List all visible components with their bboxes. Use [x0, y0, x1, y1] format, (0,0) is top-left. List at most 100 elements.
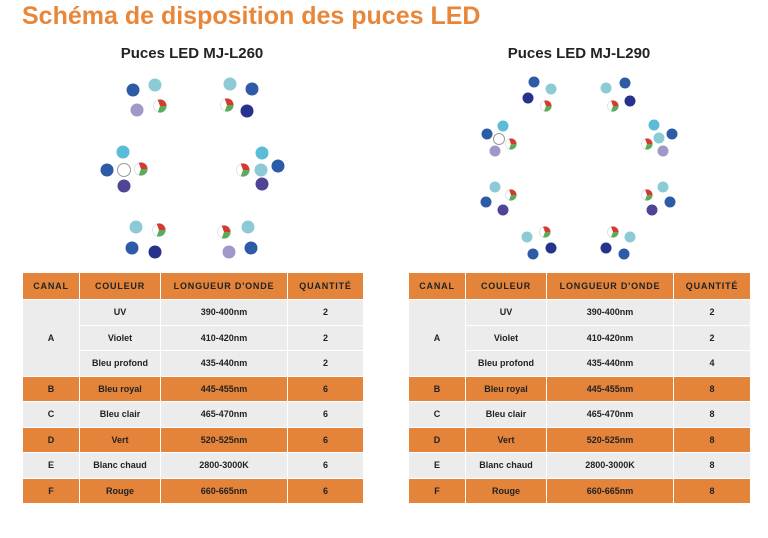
cell-couleur: UV	[79, 299, 161, 326]
model-title-l290: Puces LED MJ-L290	[507, 45, 651, 62]
cell-couleur: Bleu royal	[79, 375, 161, 402]
cell-couleur: Violet	[79, 324, 161, 351]
cell-onde: 660-665nm	[546, 477, 674, 504]
led-cyan-icon	[116, 145, 130, 159]
led-teal-icon	[241, 220, 255, 234]
led-navy-icon	[600, 242, 612, 254]
led-layout-diagram	[100, 76, 678, 260]
column-header: COULEUR	[79, 272, 161, 300]
cell-couleur: Bleu profond	[79, 350, 161, 377]
cell-canal: D	[22, 426, 80, 453]
led-rgb-icon	[153, 99, 167, 113]
led-purple-icon	[646, 204, 658, 216]
led-teal-icon	[545, 83, 557, 95]
led-rgb-icon	[505, 189, 517, 201]
led-rgb-icon	[641, 138, 653, 150]
cell-canal: E	[22, 452, 80, 479]
led-teal-icon	[129, 220, 143, 234]
cell-canal: C	[408, 401, 466, 428]
led-blue-icon	[100, 163, 114, 177]
cell-qte: 6	[287, 452, 364, 479]
led-rgb-icon	[220, 98, 234, 112]
led-blue-icon	[125, 241, 139, 255]
led-rgb-icon	[152, 223, 166, 237]
led-navy-icon	[522, 92, 534, 104]
cell-qte: 2	[287, 324, 364, 351]
led-cyan-icon	[255, 146, 269, 160]
cell-canal: A	[22, 299, 80, 377]
cell-couleur: Bleu profond	[465, 350, 547, 377]
led-purple-icon	[117, 179, 131, 193]
cell-canal: C	[22, 401, 80, 428]
led-rgb-icon	[236, 163, 250, 177]
cell-qte: 2	[287, 350, 364, 377]
led-teal-icon	[148, 78, 162, 92]
cell-canal: A	[408, 299, 466, 377]
led-teal-icon	[600, 82, 612, 94]
led-lavender-icon	[222, 245, 236, 259]
led-purple-icon	[497, 204, 509, 216]
cell-qte: 8	[673, 375, 751, 402]
cell-couleur: UV	[465, 299, 547, 326]
cell-onde: 520-525nm	[160, 426, 288, 453]
cell-canal: E	[408, 452, 466, 479]
cell-onde: 410-420nm	[546, 324, 674, 351]
led-rgb-icon	[540, 100, 552, 112]
cell-onde: 445-455nm	[546, 375, 674, 402]
led-blue-icon	[527, 248, 539, 260]
led-white-icon	[117, 163, 131, 177]
cell-onde: 435-440nm	[546, 350, 674, 377]
column-header: CANAL	[408, 272, 466, 300]
column-header: LONGUEUR D'ONDE	[160, 272, 288, 300]
model-title-l260: Puces LED MJ-L260	[120, 45, 264, 62]
column-header: QUANTITÉ	[673, 272, 751, 300]
cell-qte: 2	[673, 299, 751, 326]
cell-onde: 465-470nm	[160, 401, 288, 428]
led-white-icon	[493, 133, 505, 145]
cell-qte: 2	[673, 324, 751, 351]
cell-onde: 520-525nm	[546, 426, 674, 453]
led-navy-icon	[148, 245, 162, 259]
led-blue-icon	[245, 82, 259, 96]
cell-qte: 8	[673, 452, 751, 479]
led-blue-icon	[126, 83, 140, 97]
cell-canal: D	[408, 426, 466, 453]
cell-couleur: Bleu clair	[79, 401, 161, 428]
cell-qte: 8	[673, 401, 751, 428]
cell-couleur: Blanc chaud	[465, 452, 547, 479]
cell-onde: 410-420nm	[160, 324, 288, 351]
led-rgb-icon	[607, 100, 619, 112]
led-purple-icon	[255, 177, 269, 191]
cell-onde: 660-665nm	[160, 477, 288, 504]
led-rgb-icon	[217, 225, 231, 239]
led-teal-icon	[254, 163, 268, 177]
cell-couleur: Rouge	[465, 477, 547, 504]
led-blue-icon	[619, 77, 631, 89]
cell-onde: 390-400nm	[160, 299, 288, 326]
cell-onde: 465-470nm	[546, 401, 674, 428]
cell-qte: 6	[287, 426, 364, 453]
cell-onde: 390-400nm	[546, 299, 674, 326]
led-rgb-icon	[505, 138, 517, 150]
led-lavender-icon	[130, 103, 144, 117]
led-teal-icon	[653, 132, 665, 144]
led-teal-icon	[624, 231, 636, 243]
led-rgb-icon	[539, 226, 551, 238]
cell-canal: F	[22, 477, 80, 504]
led-rgb-icon	[607, 226, 619, 238]
led-navy-icon	[624, 95, 636, 107]
cell-onde: 2800-3000K	[546, 452, 674, 479]
cell-canal: B	[408, 375, 466, 402]
